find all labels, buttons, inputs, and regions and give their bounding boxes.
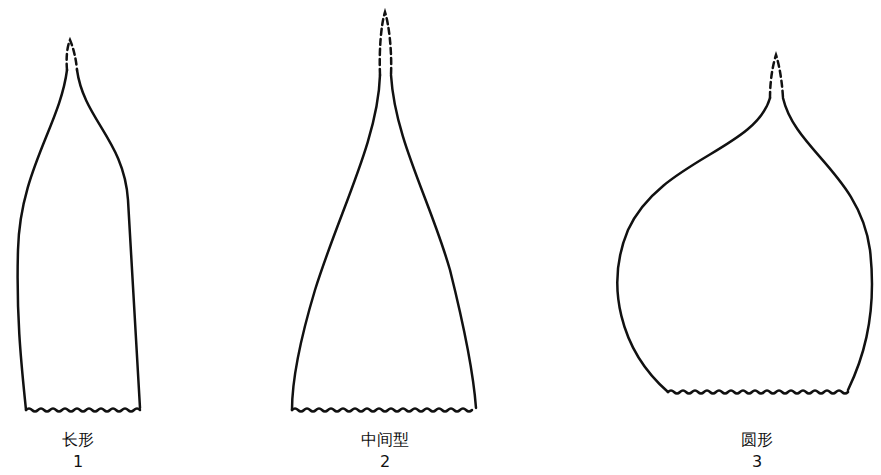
figure-number: 2	[380, 452, 390, 472]
round-bulb-outline	[617, 55, 872, 394]
shape-name: 长形	[62, 430, 94, 450]
shape-name: 圆形	[741, 430, 773, 450]
shape-name: 中间型	[361, 430, 409, 450]
intermediate-bulb-outline	[292, 12, 476, 412]
figure-number: 1	[73, 452, 83, 472]
figure-number: 3	[752, 452, 762, 472]
long-bulb-outline	[18, 40, 140, 412]
